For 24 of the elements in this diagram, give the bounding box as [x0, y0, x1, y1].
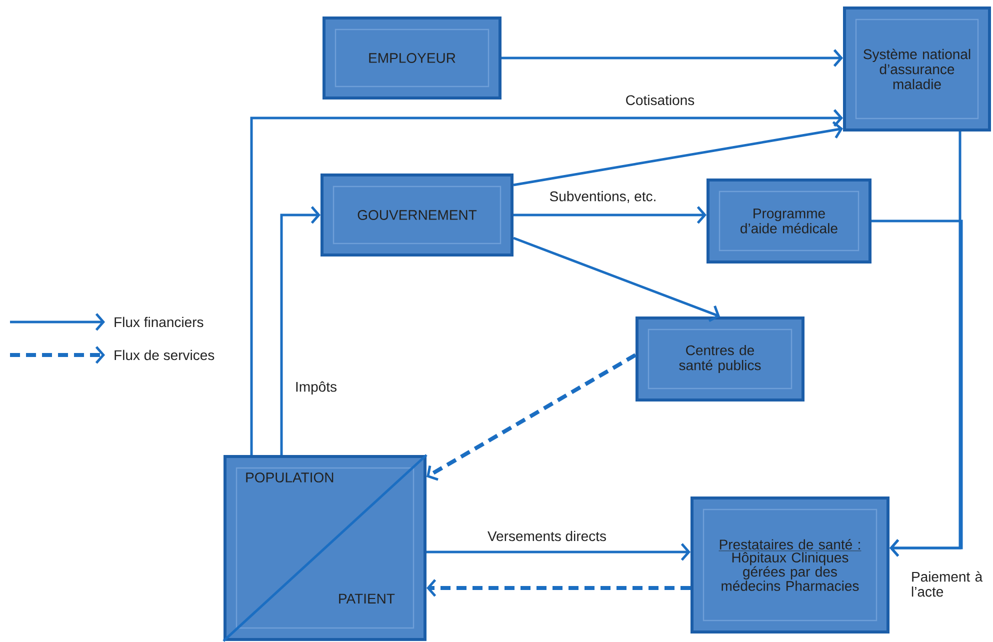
arrow: [514, 206, 706, 224]
arrow: [250, 109, 843, 455]
arrow: [872, 220, 963, 557]
edge-label: Versements directs: [486, 530, 608, 542]
arrow: [280, 206, 321, 455]
arrow: [426, 579, 690, 597]
edge-label: Subventions, etc.: [548, 190, 658, 204]
arrow: [513, 236, 720, 322]
process-box: Programme d’aide médicale: [706, 178, 872, 264]
process-box: Système national d’assurance maladie: [843, 6, 991, 132]
process-box: Centres de santé publics: [636, 316, 804, 402]
population-patient-box: POPULATION PATIENT: [222, 454, 428, 642]
arrow: [502, 49, 843, 67]
process-box: Prestataires de santé : Hôpitaux Cliniques gérées par des médecins Pharmacies: [690, 496, 890, 634]
edge-label: Cotisations: [624, 94, 696, 106]
legend-item: Flux de services: [10, 346, 214, 364]
edge-label: Impôts: [294, 380, 338, 396]
edge-label: Paiement à l’acte: [910, 570, 990, 598]
arrow: [426, 543, 690, 561]
arrow: [426, 353, 637, 481]
process-box: GOUVERNEMENT: [320, 174, 514, 256]
arrow: [513, 121, 843, 186]
process-box: EMPLOYEUR: [322, 16, 502, 100]
legend-item: Flux financiers: [10, 313, 204, 331]
